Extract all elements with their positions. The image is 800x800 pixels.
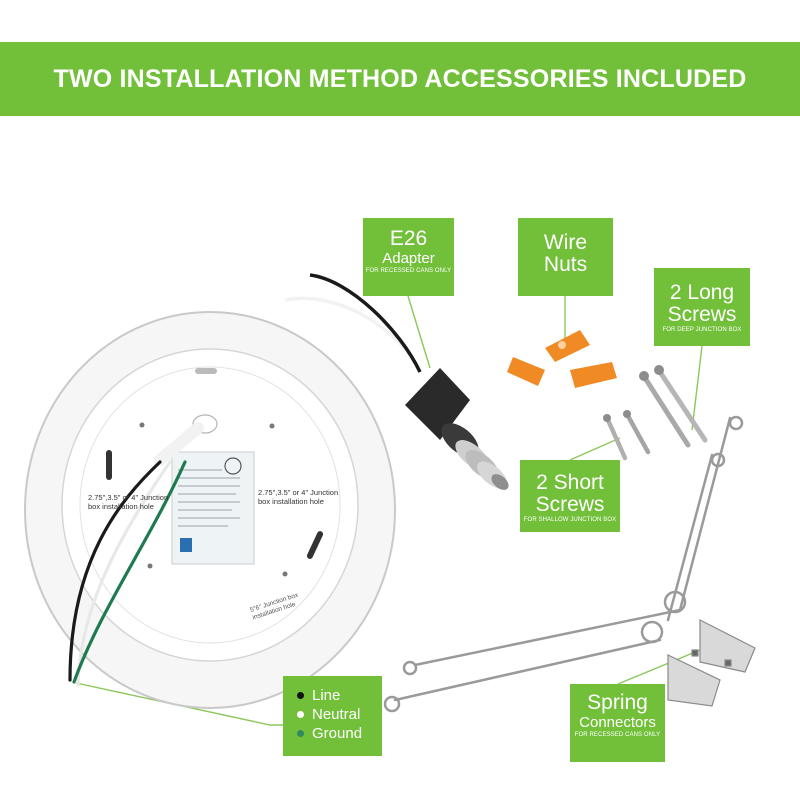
label-wire-nuts-line2: Nuts [543,253,588,276]
long-screw-1 [642,375,691,448]
callout-lines [75,295,703,726]
label-short-screws: 2 Short Screws FOR SHALLOW JUNCTION BOX [520,460,620,532]
etl-logo [224,457,242,475]
wire-nut-2 [507,357,545,386]
spring-coil-1 [663,590,687,614]
spring-bracket-1 [699,619,756,673]
line-dot-icon [297,692,304,699]
short-screw-1 [605,417,628,461]
legend-row-line: Line [297,686,382,705]
legend-ground-text: Ground [312,725,363,742]
label-spring-note: FOR RECESSED CANS ONLY [574,732,661,738]
wire-neutral [76,460,172,687]
fixture-slot-top [195,368,217,374]
fixture-screw-hole [139,422,145,428]
legend-row-ground: Ground [297,724,382,743]
banner: TWO INSTALLATION METHOD ACCESSORIES INCL… [0,42,800,116]
fixture-junction-text-right: 2.75",3.5" or 4" Junction box installati… [258,488,339,506]
label-long-screws-line2: Screws [667,303,737,326]
label-short-screws-line1: 2 Short [536,471,604,494]
spring-arm-2 [666,453,714,622]
wire-nut-3 [570,362,617,388]
label-wires-legend: Line Neutral Ground [283,676,382,756]
legend-row-neutral: Neutral [297,705,382,724]
callout-line-wires [75,682,283,726]
spring-bracket-2 [667,654,721,707]
spring-coil-2 [640,620,664,644]
e26-adapter [284,273,509,490]
callout-line-long [691,345,703,431]
spring-connectors-art [383,415,744,713]
callout-line-e26 [407,295,431,369]
label-long-screws-note: FOR DEEP JUNCTION BOX [662,327,742,333]
wire-nuts-art [507,330,617,388]
long-screw-2 [657,369,708,443]
label-long-screws-line1: 2 Long [669,281,735,304]
label-e26-note: FOR RECESSED CANS ONLY [365,268,452,274]
label-short-screws-line2: Screws [535,493,605,516]
adapter-thread [455,440,509,490]
spring-arm-1 [678,416,732,612]
label-e26-subtitle: Adapter [382,250,435,267]
ground-dot-icon [297,730,304,737]
label-spring-connectors: Spring Connectors FOR RECESSED CANS ONLY [570,684,665,762]
wire-ground [72,460,187,684]
label-wire-nuts: Wire Nuts [518,218,613,296]
short-screws-art [603,410,651,461]
label-e26-title: E26 [389,227,428,250]
spring-arm-3 [413,608,682,667]
label-spring-title: Spring [587,691,648,714]
long-screws-art [639,365,708,448]
spring-arm-4 [393,638,662,702]
short-screw-2 [625,413,651,455]
cable-sleeve [154,422,204,466]
fixture-screw-hole [269,423,275,429]
energy-star-logo [180,538,192,552]
spring-hook-1 [728,415,744,431]
label-spring-subtitle: Connectors [579,714,656,731]
fixture [24,311,396,709]
wire-nut-1 [545,330,590,362]
banner-title: TWO INSTALLATION METHOD ACCESSORIES INCL… [53,64,747,93]
callout-line-short [569,437,621,461]
callout-line-spring [617,649,701,685]
label-wire-nuts-line1: Wire [543,231,588,254]
fixture-screw-hole [282,571,288,577]
neutral-dot-icon [297,711,304,718]
legend-line-text: Line [312,687,341,704]
label-short-screws-note: FOR SHALLOW JUNCTION BOX [523,517,617,523]
fixture-wires [68,460,187,687]
adapter-socket [405,368,470,440]
label-long-screws: 2 Long Screws FOR DEEP JUNCTION BOX [654,268,750,346]
fixture-inner-ring [79,366,341,644]
fixture-slot-left [106,450,112,480]
spring-brackets [667,619,756,707]
label-e26-adapter: E26 Adapter FOR RECESSED CANS ONLY [363,218,454,296]
adapter-wire-black [309,273,422,373]
fixture-screw-hole [147,563,153,569]
wire-line [68,460,162,682]
fixture-junction-text-left: 2.75",3.5" or 4" Junction box installati… [88,493,169,511]
legend-neutral-text: Neutral [312,706,361,723]
fixture-slot-right [306,531,324,559]
